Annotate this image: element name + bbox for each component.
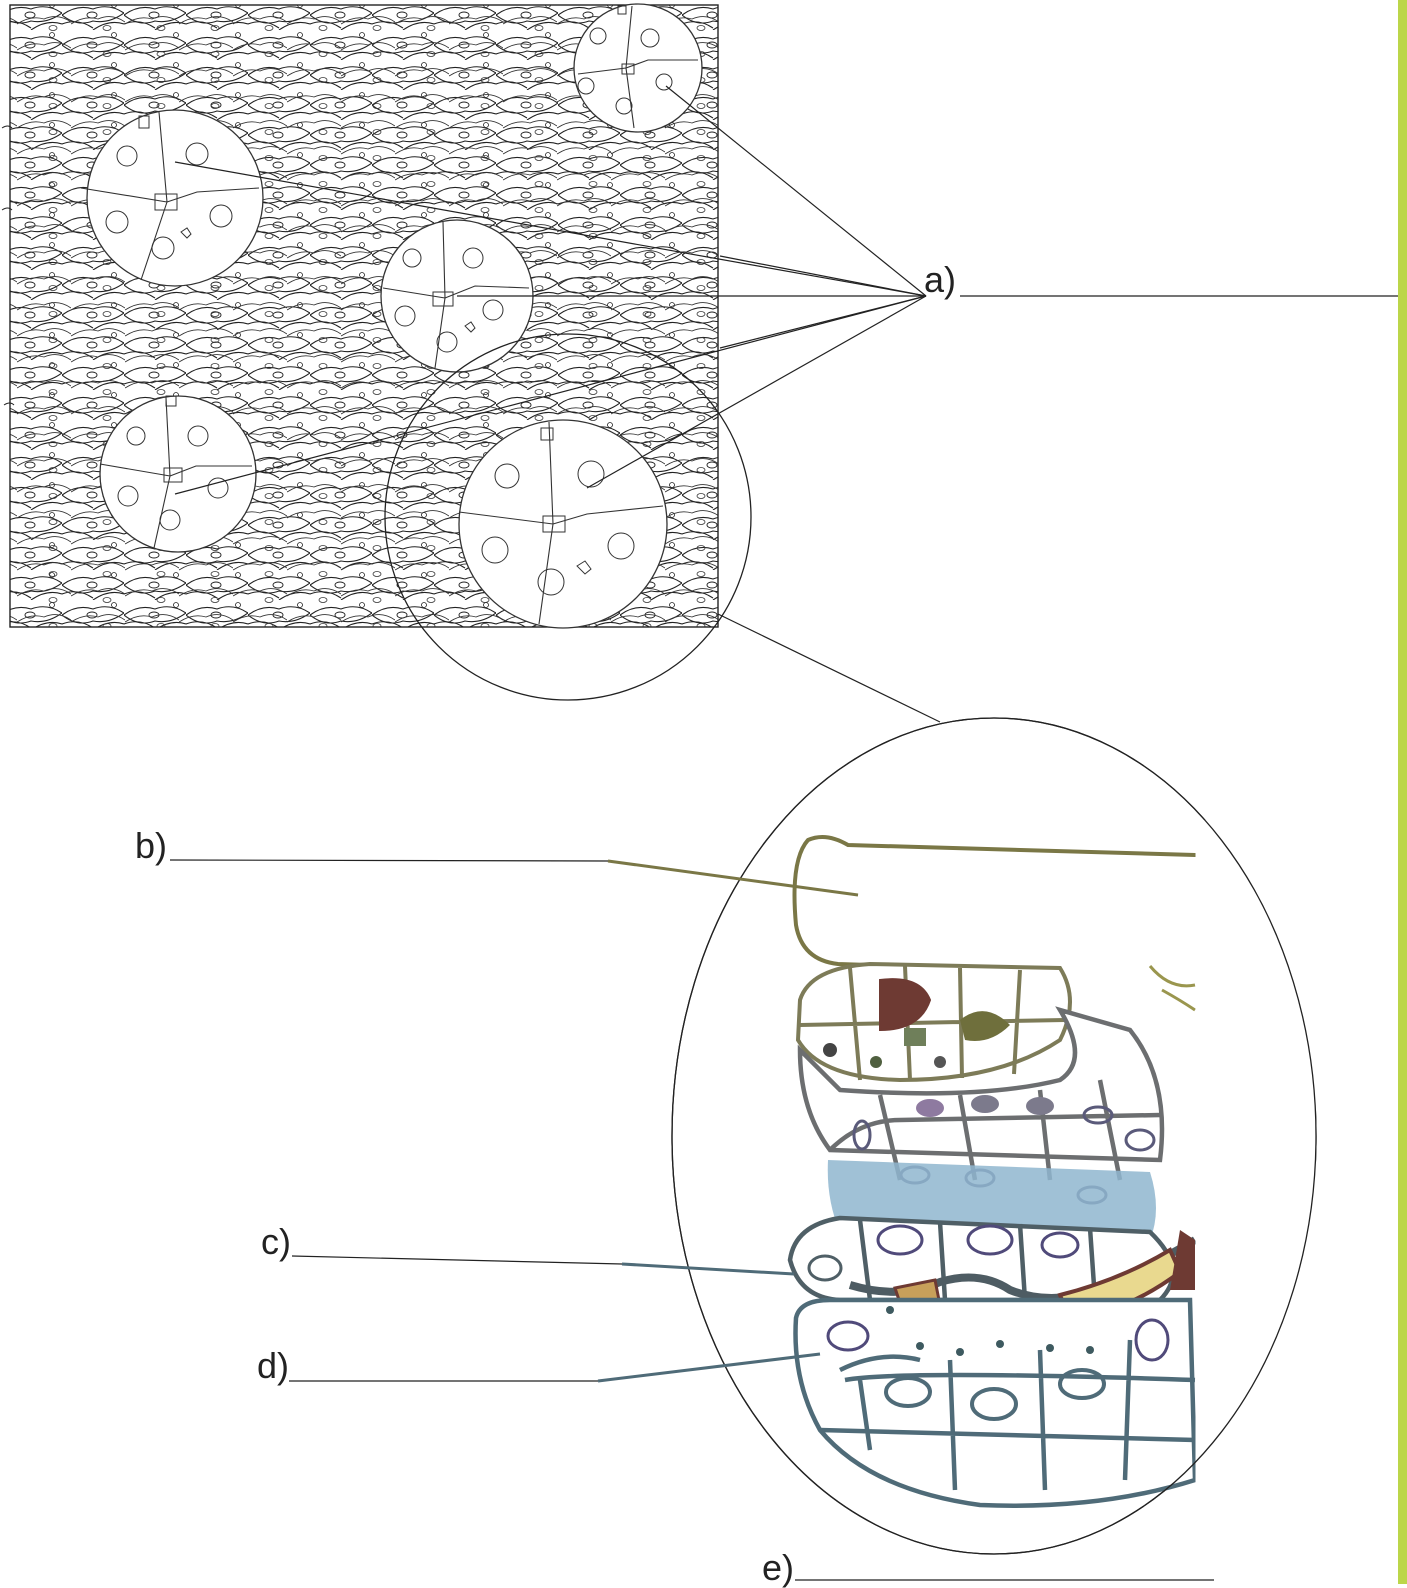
label-c: c): [261, 1224, 291, 1260]
magnified-section: [672, 718, 1316, 1554]
cell-nest-lower-left: [100, 396, 256, 552]
accent-side-bar: [1398, 0, 1407, 1584]
label-a: a): [924, 262, 956, 298]
zoom-connector: [718, 614, 940, 722]
cell-nest-top-right: [574, 4, 702, 132]
label-d: d): [257, 1348, 289, 1384]
label-b: b): [135, 828, 167, 864]
cell-nest-bottom-right: [459, 420, 667, 628]
label-e: e): [762, 1550, 794, 1586]
